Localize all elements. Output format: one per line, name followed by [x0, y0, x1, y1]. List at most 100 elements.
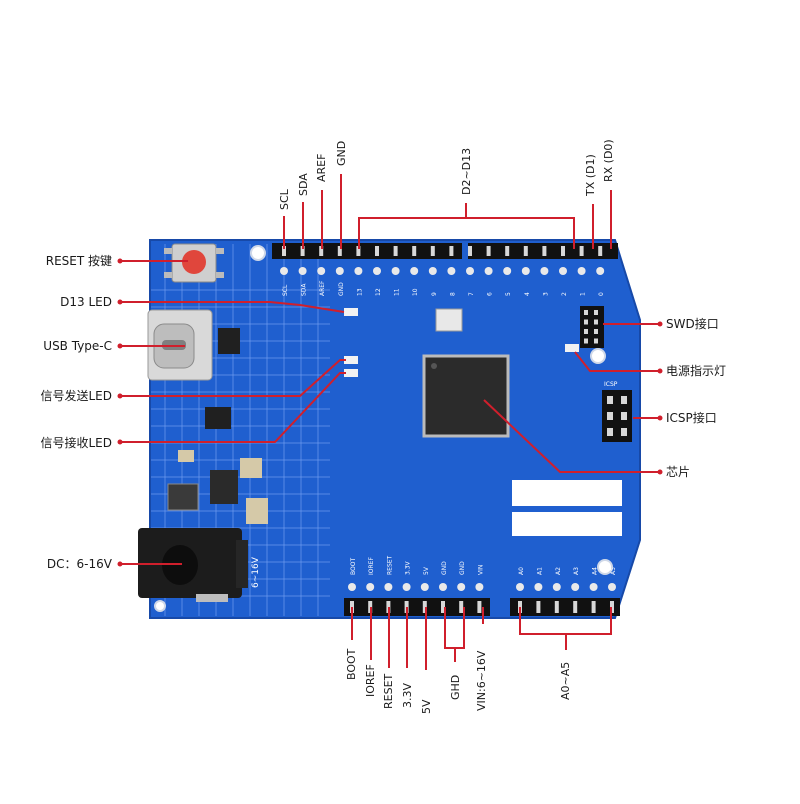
pin-pad — [317, 267, 326, 275]
label-a0-a5: A0~A5 — [559, 661, 572, 700]
header-pin — [573, 601, 578, 613]
silk-power-pin: VIN — [477, 565, 484, 575]
header-pin — [561, 246, 565, 256]
icsp-pin — [621, 412, 627, 420]
pin-pad — [373, 267, 381, 275]
header-pin — [505, 246, 510, 256]
bottom-header-pins — [348, 583, 616, 613]
silk-top-pin: AREF — [319, 280, 326, 296]
swd-pin — [584, 319, 588, 325]
label-chip: 芯片 — [666, 465, 691, 479]
d13-led-part — [344, 308, 358, 316]
swd-header — [580, 306, 604, 348]
mounting-hole — [250, 245, 266, 261]
pin-pad — [534, 583, 543, 591]
pin-pad — [466, 267, 474, 275]
label-swd: SWD接口 — [666, 317, 719, 331]
icsp-pin — [607, 428, 613, 436]
swd-pin — [594, 329, 598, 334]
callout-chip — [483, 399, 660, 473]
swd-pin — [584, 310, 588, 315]
silk-icsp: ICSP — [604, 381, 618, 388]
swd-pin — [594, 319, 598, 325]
mcu-chip — [422, 354, 510, 438]
pin-pad — [475, 583, 484, 591]
header-pin — [300, 246, 305, 256]
pin-pad — [577, 267, 586, 275]
silk-power-pin: GND — [441, 561, 448, 575]
pin-pad — [503, 267, 512, 275]
header-pin — [598, 246, 603, 256]
header-pin — [356, 246, 361, 256]
label-tx-led: 信号发送LED — [40, 389, 112, 403]
silk-analog-pin: A0 — [518, 567, 525, 575]
pin-pad — [391, 267, 400, 275]
swd-pin — [594, 310, 598, 315]
top-header-pins — [280, 246, 605, 275]
label-reset-key: RESET 按键 — [45, 254, 112, 268]
header-pin — [554, 601, 559, 613]
mounting-hole — [154, 600, 166, 612]
silk-top-pin: SDA — [301, 283, 308, 296]
pin-pad — [457, 583, 466, 591]
pin-pad — [589, 583, 598, 591]
pin-pad — [298, 267, 307, 275]
silk-top-pin: 12 — [375, 288, 382, 296]
icsp-pin — [607, 412, 613, 420]
label-d2-d13: D2~D13 — [460, 147, 473, 195]
pin-pad — [428, 267, 437, 275]
header-pin — [486, 246, 491, 256]
label-tx-d1: TX (D1) — [584, 154, 597, 196]
label-boot: BOOT — [345, 648, 358, 680]
icsp-pin — [607, 396, 613, 404]
pin-pad — [540, 267, 549, 275]
silk-top-pin: 9 — [431, 292, 438, 296]
silk-power-pin: BOOT — [350, 558, 357, 575]
pin-pad — [335, 267, 344, 275]
pin-pad — [552, 583, 561, 591]
pin-pad — [521, 267, 530, 275]
header-pin — [412, 246, 417, 256]
pin-pad — [348, 583, 356, 591]
header-pin — [337, 246, 342, 256]
header-pin — [468, 246, 472, 256]
pin-pad — [410, 267, 419, 275]
label-power-led: 电源指示灯 — [666, 364, 727, 378]
reset-button-cap — [182, 250, 206, 274]
silk-top-pin: 6 — [487, 292, 494, 296]
silk-top-pin: 2 — [561, 292, 568, 296]
pin-pad — [366, 583, 375, 591]
callout-tx — [120, 359, 346, 397]
silk-top-pin: 11 — [394, 288, 401, 296]
pin-pad — [384, 583, 393, 591]
silk-top-pin: 8 — [449, 292, 456, 296]
silk-top-pin: 10 — [412, 288, 419, 296]
silk-top-pin: 3 — [542, 292, 549, 296]
header-pin — [591, 601, 596, 613]
pin-pad — [608, 583, 616, 591]
silk-analog-pin: A1 — [536, 567, 543, 575]
swd-pin — [594, 338, 598, 344]
label-vin: VIN:6~16V — [475, 650, 488, 711]
label-sda: SDA — [297, 173, 310, 196]
header-pin — [449, 246, 454, 256]
silk-top-pin: 0 — [598, 292, 605, 296]
silk-power-pin: GND — [459, 561, 466, 575]
mounting-hole — [590, 348, 606, 364]
header-pin — [536, 601, 541, 613]
label-area-top — [512, 480, 622, 506]
pin-pad — [420, 583, 429, 591]
icsp-pin — [621, 428, 627, 436]
pin-pad — [596, 267, 605, 275]
label-icsp: ICSP接口 — [666, 411, 717, 425]
silk-top-pin: SCL — [282, 284, 289, 296]
label-rx-led: 信号接收LED — [40, 436, 112, 450]
label-scl: SCL — [278, 189, 291, 210]
pin-pad — [439, 583, 447, 591]
silk-power-pin: IOREF — [368, 557, 375, 575]
silk-top-pin: 4 — [524, 292, 531, 296]
header-pin — [441, 601, 445, 613]
label-d13-led: D13 LED — [60, 295, 112, 309]
silk-power-pin: 3.3V — [405, 560, 412, 575]
header-pin — [375, 246, 379, 256]
